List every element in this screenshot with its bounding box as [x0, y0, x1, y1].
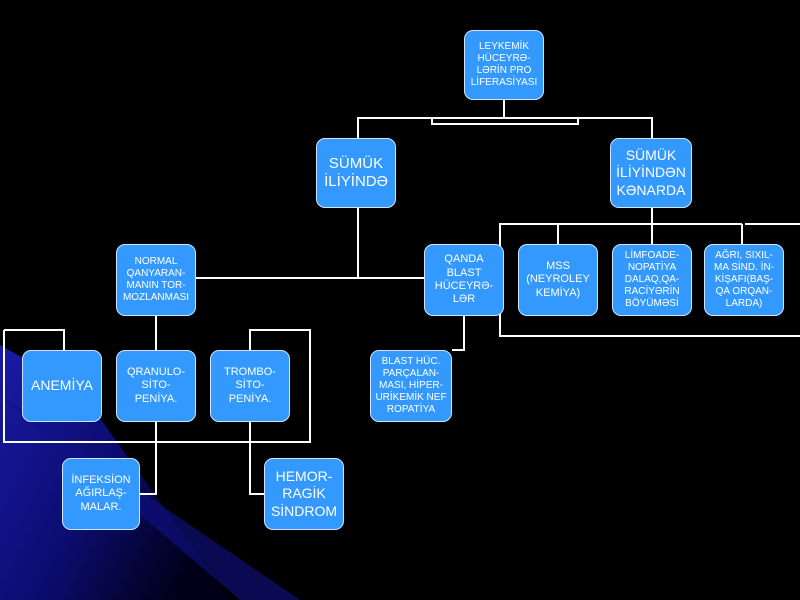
node-pain-compression-syndrome: AĞRI, SIXIL- MA SİND. İN- KİŞAFI(BAŞ- QA…	[704, 244, 784, 316]
node-lymphadenopathy: LİMFOADE- NOPATİYA DALAQ,QA- RACİYƏRİN B…	[612, 244, 692, 316]
node-leukemic-cell-proliferation: LEYKEMİK HÜCEYRƏ- LƏRİN PRO LİFERASİYASI	[464, 30, 544, 100]
node-cns-neuroleukemia: MSS (NEYROLEY KEMİYA)	[518, 244, 598, 316]
node-hemorrhagic-syndrome: HEMOR- RAGİK SİNDROM	[264, 458, 344, 530]
node-normal-hematopoiesis-suppression: NORMAL QANYARAN- MANIN TOR- MOZLANMASI	[116, 244, 196, 316]
node-granulocytopenia: QRANULO- SİTO- PENİYA.	[116, 350, 196, 422]
node-outside-bone-marrow: SÜMÜK İLİYİNDƏN KƏNARDA	[610, 138, 692, 208]
node-in-bone-marrow: SÜMÜK İLİYİNDƏ	[316, 138, 396, 208]
node-infectious-complications: İNFEKSİON AĞIRLAŞ- MALAR.	[62, 458, 140, 530]
node-thrombocytopenia: TROMBO- SİTO- PENİYA.	[210, 350, 290, 422]
node-blast-cell-breakdown-nephropathy: BLAST HÜC. PARÇALAN- MASI, HİPER- URİKEM…	[370, 350, 452, 422]
node-anemia: ANEMİYA	[22, 350, 102, 422]
node-blast-cells-in-blood: QANDA BLAST HÜCEYRƏ- LƏR	[424, 244, 504, 316]
